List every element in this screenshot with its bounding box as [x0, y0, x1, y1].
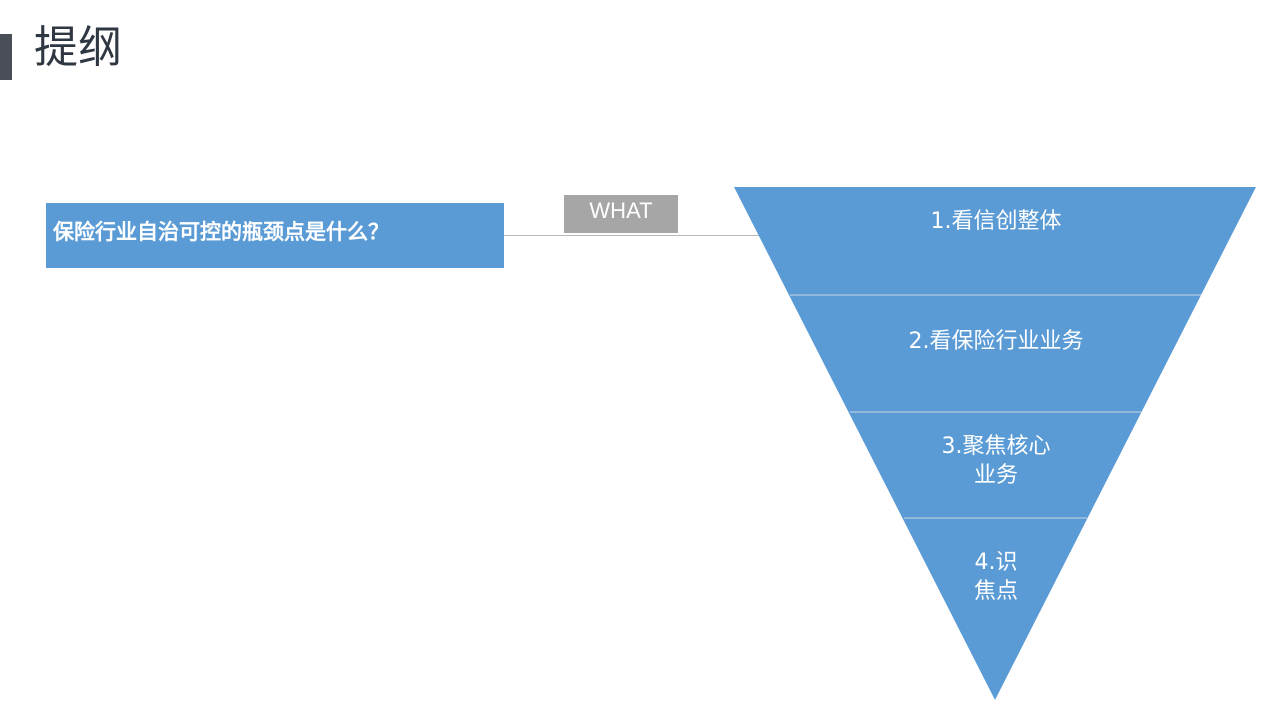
question-box: 保险行业自治可控的瓶颈点是什么？ — [46, 203, 504, 268]
page-title: 提纲 — [34, 22, 122, 73]
connector-line — [504, 235, 762, 236]
question-text: 保险行业自治可控的瓶颈点是什么？ — [53, 220, 389, 244]
funnel-layer-3-label: 3.聚焦核心 业务 — [941, 434, 1051, 488]
funnel-layer-4-label: 4.识 焦点 — [973, 550, 1018, 604]
title-accent-bar — [0, 34, 12, 80]
what-tag: WHAT — [564, 195, 678, 233]
funnel-layer-2-label: 2.看保险行业业务 — [908, 329, 1084, 354]
funnel-layer-1-label: 1.看信创整体 — [930, 209, 1062, 234]
funnel-triangle — [734, 187, 1256, 700]
